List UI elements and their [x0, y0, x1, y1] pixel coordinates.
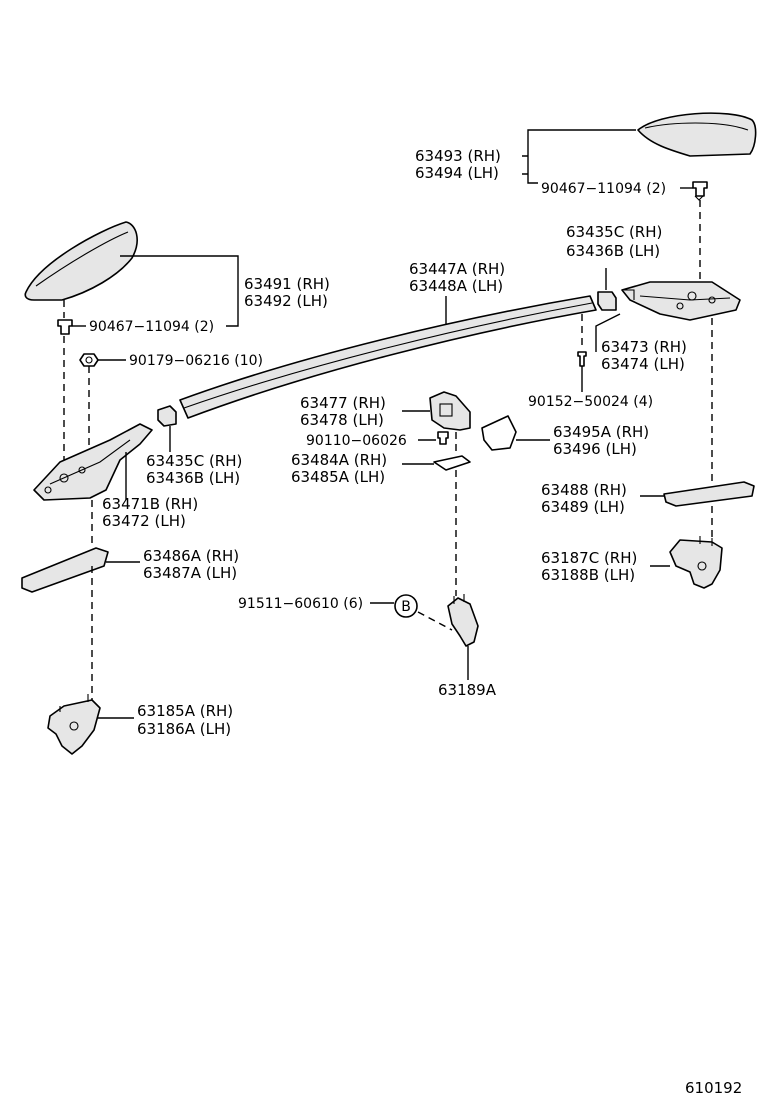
label-63447a: 63447A (RH) [409, 260, 505, 278]
screw-clip-top-right [692, 181, 708, 201]
rear-body-bracket [669, 536, 723, 589]
label-63473: 63473 (RH) [601, 338, 687, 356]
label-90110: 90110−06026 [306, 433, 407, 449]
label-63485a: 63485A (LH) [291, 468, 385, 486]
label-90467-top: 90467−11094 (2) [541, 181, 666, 197]
label-91511: 91511−60610 (6) [238, 596, 363, 612]
rear-pad [663, 481, 755, 507]
label-63474: 63474 (LH) [601, 355, 685, 373]
leader-63491 [120, 255, 239, 327]
front-body-bracket [47, 694, 101, 755]
ref-b-circle [394, 594, 418, 618]
rear-end-cover [637, 112, 757, 157]
label-90179: 90179−06216 (10) [129, 353, 263, 369]
side-cover [481, 415, 517, 451]
front-pad [21, 547, 109, 593]
bolt-90110 [437, 431, 449, 445]
label-63187c: 63187C (RH) [541, 549, 637, 567]
label-63472: 63472 (LH) [102, 512, 186, 530]
label-63189a: 63189A [438, 681, 497, 699]
dash-ref-b [417, 611, 453, 631]
front-support-leg [33, 423, 153, 501]
label-63185a: 63185A (RH) [137, 702, 233, 720]
label-63492: 63492 (LH) [244, 292, 328, 310]
label-63186a: 63186A (LH) [137, 720, 231, 738]
leader-63493 [522, 129, 636, 184]
front-end-cover [24, 221, 138, 301]
diagram-id: 610192 [685, 1079, 742, 1097]
ref-b-letter: B [401, 599, 411, 615]
label-63436b-left: 63436B (LH) [146, 469, 240, 487]
label-63478: 63478 (LH) [300, 411, 384, 429]
nut-90179 [79, 353, 99, 367]
center-pad [433, 455, 471, 471]
label-63488: 63488 (RH) [541, 481, 627, 499]
label-63495a: 63495A (RH) [553, 423, 649, 441]
label-63477: 63477 (RH) [300, 394, 386, 412]
roof-rail [179, 295, 597, 419]
screw-90152 [577, 351, 587, 367]
label-63494: 63494 (LH) [415, 164, 499, 182]
rear-support-leg [621, 281, 741, 321]
center-bracket [429, 391, 471, 431]
label-63471b: 63471B (RH) [102, 495, 198, 513]
label-90152: 90152−50024 (4) [528, 394, 653, 410]
label-90467-left: 90467−11094 (2) [89, 319, 214, 335]
label-63448a: 63448A (LH) [409, 277, 503, 295]
label-63489: 63489 (LH) [541, 498, 625, 516]
label-63486a: 63486A (RH) [143, 547, 239, 565]
spacer-block-right [597, 291, 617, 311]
label-63436b-top: 63436B (LH) [566, 242, 660, 260]
label-63484a: 63484A (RH) [291, 451, 387, 469]
center-body-bracket [447, 594, 479, 647]
label-63487a: 63487A (LH) [143, 564, 237, 582]
label-63188b: 63188B (LH) [541, 566, 635, 584]
spacer-block-left [157, 405, 177, 427]
label-63491: 63491 (RH) [244, 275, 330, 293]
label-63496: 63496 (LH) [553, 440, 637, 458]
leader-63473 [595, 313, 621, 352]
label-63435c-top: 63435C (RH) [566, 223, 662, 241]
label-63435c-left: 63435C (RH) [146, 452, 242, 470]
screw-clip-left [57, 319, 73, 335]
label-63493: 63493 (RH) [415, 147, 501, 165]
